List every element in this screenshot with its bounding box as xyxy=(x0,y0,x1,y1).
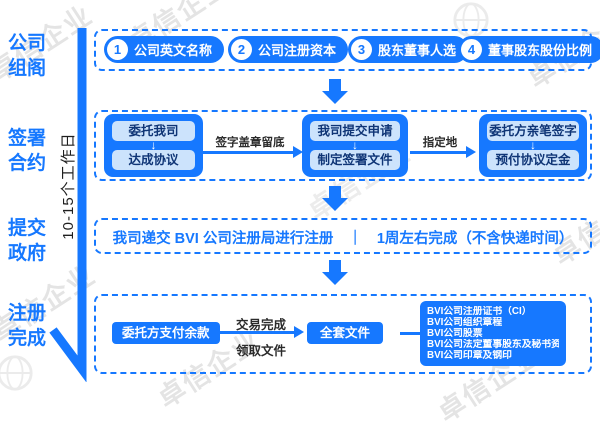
step-number-badge: 3 xyxy=(351,39,372,60)
prep-step-3: 3 股东董事人选 xyxy=(348,36,469,63)
section-box-submission xyxy=(94,218,592,254)
step-label: 公司注册资本 xyxy=(258,43,337,58)
document-item: BVI公司股票 xyxy=(427,328,483,339)
signing-step: 预付协议定金 xyxy=(487,150,579,170)
stage-label-registration-done: 注册 完成 xyxy=(8,301,56,351)
flow-down-arrow-icon xyxy=(322,79,348,104)
connector-label: 签字盖章留底 xyxy=(215,137,285,149)
duration-label: 10-15个工作日 xyxy=(60,132,77,240)
panel-connector-line xyxy=(400,332,420,335)
timeline-checkmark-rail xyxy=(49,28,87,382)
stage-label-line: 政府 xyxy=(8,243,47,264)
submission-text: 我司递交 BVI 公司注册局进行注册 ｜ 1周左右完成（不含快递时间） xyxy=(112,231,574,247)
right-arrow-line xyxy=(410,151,468,154)
signing-card-2: 我司提交申请 ↓ 制定签署文件 xyxy=(302,114,408,177)
connector-label: 指定地 xyxy=(422,137,458,149)
signing-step: 委托方亲笔签字 xyxy=(487,121,579,141)
flow-down-arrow-icon xyxy=(322,186,348,211)
down-arrow-icon: ↓ xyxy=(530,138,536,152)
globe-watermark-icon xyxy=(0,355,33,391)
document-item: BVI公司法定董事股东及秘书资料 xyxy=(427,339,559,350)
down-arrow-icon: ↓ xyxy=(352,138,358,152)
signing-step: 我司提交申请 xyxy=(310,121,400,141)
connector-label-bottom: 领取文件 xyxy=(235,344,286,358)
signing-step: 委托我司 xyxy=(112,121,195,141)
signing-step: 制定签署文件 xyxy=(310,150,400,170)
prep-step-4: 4 董事股东股份比例 xyxy=(458,36,600,63)
stage-label-sign-contract: 签署 合约 xyxy=(8,126,56,176)
section-box-completion xyxy=(94,294,592,374)
step-number-badge: 1 xyxy=(107,39,128,60)
prep-step-1: 1 公司英文名称 xyxy=(104,36,225,63)
stage-label-line: 合约 xyxy=(8,153,47,174)
stage-label-line: 签署 xyxy=(8,128,47,149)
stage-label-line: 组阁 xyxy=(8,58,47,79)
document-item: BVI公司注册证书（CI） xyxy=(427,306,532,317)
stage-label-company-setup: 公司 组阁 xyxy=(8,31,56,81)
step-label: 董事股东股份比例 xyxy=(488,43,593,58)
right-arrow-head-icon xyxy=(466,146,476,158)
signing-card-1: 委托我司 ↓ 达成协议 xyxy=(104,114,203,177)
full-package-box: 全套文件 xyxy=(307,322,383,344)
stage-label-line: 注册 xyxy=(8,303,47,324)
document-item: BVI公司印章及钢印 xyxy=(427,350,512,361)
down-arrow-icon: ↓ xyxy=(150,138,157,152)
stage-label-submit-government: 提交 政府 xyxy=(8,216,56,266)
connector-label-top: 交易完成 xyxy=(235,318,286,332)
step-number-badge: 4 xyxy=(461,39,482,60)
pay-balance-box: 委托方支付余款 xyxy=(112,322,220,344)
stage-label-line: 完成 xyxy=(8,328,47,349)
stage-label-line: 公司 xyxy=(8,33,47,54)
right-arrow-head-icon xyxy=(294,326,304,338)
signing-step: 达成协议 xyxy=(112,150,195,170)
flow-down-arrow-icon xyxy=(322,260,348,285)
section-box-signing xyxy=(94,110,592,181)
documents-panel: BVI公司注册证书（CI） BVI公司组织章程 BVI公司股票 BVI公司法定董… xyxy=(420,301,566,366)
stage-label-line: 提交 xyxy=(8,218,47,239)
prep-step-2: 2 公司注册资本 xyxy=(228,36,349,63)
right-arrow-line xyxy=(220,331,296,334)
step-number-badge: 2 xyxy=(231,39,252,60)
right-arrow-head-icon xyxy=(293,146,303,158)
step-label: 公司英文名称 xyxy=(134,43,213,58)
signing-card-3: 委托方亲笔签字 ↓ 预付协议定金 xyxy=(479,114,587,177)
document-item: BVI公司组织章程 xyxy=(427,317,503,328)
right-arrow-line xyxy=(203,151,295,154)
step-label: 股东董事人选 xyxy=(378,43,457,58)
